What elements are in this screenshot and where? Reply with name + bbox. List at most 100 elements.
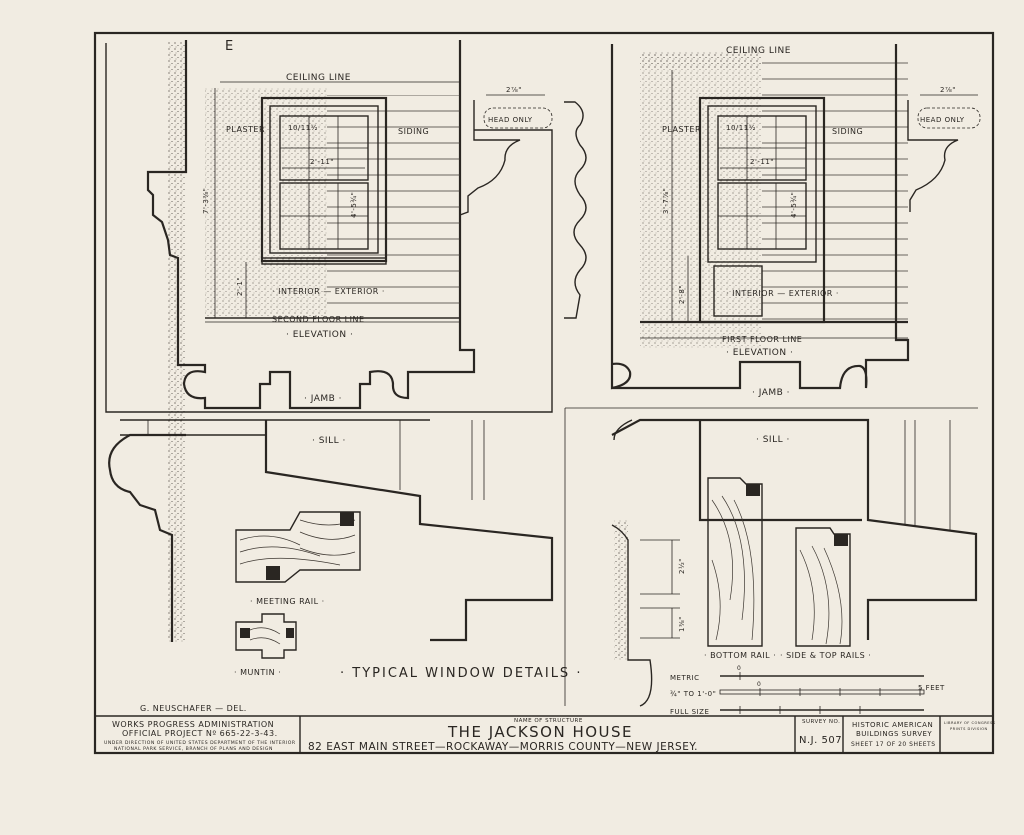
delineator-label: G. NEUSCHAFER — DEL. (140, 704, 247, 713)
right-sill-label: · SILL · (756, 435, 790, 445)
muntin-label: · MUNTIN · (234, 668, 281, 677)
side-rail-glass (834, 534, 848, 546)
bottom-rail-glass (746, 484, 760, 496)
corner-mark: E (225, 39, 234, 54)
scale-bars (719, 672, 925, 714)
tb-structure-name: THE JACKSON HOUSE (447, 723, 633, 741)
dim-b-label: 1⅜" (678, 616, 686, 632)
right-sill-body (611, 418, 978, 640)
left-sash-height: 4'-5¾" (350, 192, 358, 218)
right-jamb-label: · JAMB · (752, 388, 790, 398)
left-siding (327, 95, 460, 315)
meeting-rail-label: · MEETING RAIL · (250, 597, 325, 606)
side-rail-outline (795, 527, 851, 647)
left-jamb-label: · JAMB · (304, 394, 342, 404)
left-elevation (105, 40, 553, 642)
left-window-sill (261, 257, 387, 265)
left-sill-body (264, 420, 554, 642)
tb-address: 82 EAST MAIN STREET—ROCKAWAY—MORRIS COUN… (308, 741, 698, 753)
left-sill-grain (147, 420, 485, 500)
scale-full-label: FULL SIZE (670, 708, 709, 716)
left-sash-size: 10/11½ (288, 124, 318, 132)
right-head-only-callout (917, 107, 981, 129)
right-head-only: HEAD ONLY (920, 116, 965, 124)
right-head-dim: 2⅞" (940, 86, 956, 94)
tb-name-caption: NAME OF STRUCTURE (514, 718, 583, 724)
right-int-ext: · INTERIOR — EXTERIOR · (726, 289, 839, 298)
right-floor-label: FIRST FLOOR LINE (722, 335, 802, 344)
tb-agency-3: UNDER DIRECTION OF UNITED STATES DEPARTM… (104, 740, 296, 746)
tb-survey-caption: SURVEY NO. (802, 719, 840, 725)
tb-agency-4: NATIONAL PARK SERVICE, BRANCH OF PLANS A… (114, 746, 273, 752)
side-top-rails-detail (795, 527, 851, 647)
left-width-dim: 2'-11" (310, 158, 334, 166)
muntin-detail (235, 613, 297, 659)
meeting-rail-detail (235, 511, 361, 583)
left-interior-plaster (205, 88, 327, 316)
muntin-outline (235, 613, 297, 659)
meeting-rail-grain (239, 519, 356, 566)
scale-zero-a: 0 (737, 665, 741, 672)
right-siding-label: SIDING (832, 127, 863, 136)
scale-zero-b: 0 (757, 681, 761, 688)
muntin-glass-left (240, 628, 250, 638)
right-siding (762, 60, 908, 330)
side-rail-grain (799, 545, 843, 645)
right-jamb-profile (610, 44, 910, 390)
right-sill-grain (904, 420, 951, 530)
bottom-rail-grain (711, 495, 755, 641)
bottom-rail-detail (707, 477, 763, 647)
left-head-dim: 2⅞" (506, 86, 522, 94)
tb-habs-1: HISTORIC AMERICAN (852, 721, 933, 729)
right-apron-panel (713, 265, 763, 317)
muntin-grain (249, 627, 281, 645)
right-elevation-caption: · ELEVATION · (726, 348, 793, 358)
meeting-rail-glass-2 (266, 566, 280, 580)
left-head-moulding (459, 100, 521, 216)
scale-ticks (739, 672, 921, 714)
left-siding-label: SIDING (398, 127, 429, 136)
right-muntins (718, 116, 806, 249)
right-sash-size: 10/11½ (726, 124, 756, 132)
sheet-border (93, 31, 995, 755)
bottom-rail-outline (707, 477, 763, 647)
left-floor-label: SECOND FLOOR LINE (272, 315, 365, 324)
right-height-dim: 3'-7⅞" (662, 188, 670, 214)
dim-a-label: 2½" (678, 558, 686, 574)
left-height-dim: 7'-3⅜" (202, 188, 210, 214)
right-ogee-trim (564, 101, 587, 319)
quarter-scale-bar (719, 689, 925, 695)
left-sill-label: · SILL · (312, 436, 346, 446)
tb-habs-2: BUILDINGS SURVEY (856, 730, 932, 738)
left-head-only: HEAD ONLY (488, 116, 533, 124)
left-window-casing (260, 96, 388, 263)
muntin-glass-right (286, 628, 294, 638)
left-muntins (280, 116, 368, 249)
right-sill-height: 2'-8" (678, 285, 686, 304)
tb-loc-1: LIBRARY OF CONGRESS (944, 721, 996, 725)
tb-agency-1: WORKS PROGRESS ADMINISTRATION (112, 720, 274, 729)
left-sill-height: 2'-1" (236, 277, 244, 296)
left-plaster-label: PLASTER (226, 125, 265, 134)
left-panel-frame (105, 43, 553, 413)
side-top-rails-label: · SIDE & TOP RAILS · (780, 651, 871, 660)
right-width-dim: 2'-11" (750, 158, 774, 166)
meeting-rail-glass (340, 512, 354, 526)
left-window-frame (269, 105, 379, 254)
meeting-rail-outline (235, 511, 361, 583)
right-sill-edge (698, 420, 862, 522)
left-head-only-callout (483, 107, 553, 129)
right-head-moulding (907, 100, 959, 212)
left-jamb-profile (146, 40, 476, 410)
left-elevation-caption: · ELEVATION · (286, 330, 353, 340)
scale-metric-label: METRIC (670, 674, 700, 682)
right-sill-section (611, 418, 978, 707)
drawing-main-title: · TYPICAL WINDOW DETAILS · (340, 666, 582, 681)
right-sash-height: 4'-5¾" (790, 192, 798, 218)
scale-feet-label: 5 FEET (918, 684, 945, 692)
scale-quarter-label: ¾" TO 1'-0" (670, 690, 716, 698)
left-sill-section (108, 419, 554, 642)
title-block (299, 716, 941, 753)
tb-loc-2: PRINTS DIVISION (950, 727, 988, 731)
